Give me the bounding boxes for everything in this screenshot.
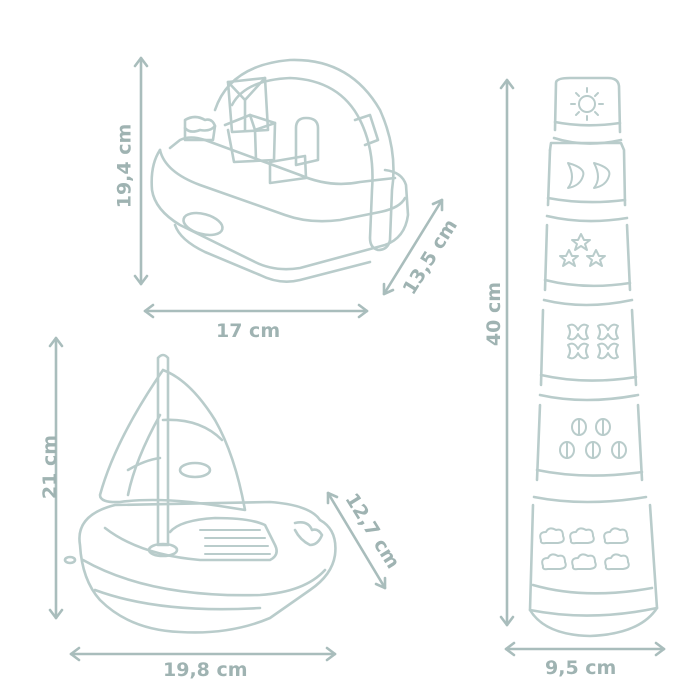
ladybug-icon bbox=[559, 418, 627, 459]
shape-sorter-illustration bbox=[150, 58, 410, 283]
sun-icon bbox=[570, 87, 604, 121]
butterfly-icon bbox=[567, 323, 619, 360]
shape-sorter-width-arrow bbox=[143, 303, 369, 319]
moon-icon bbox=[567, 162, 611, 189]
sailboat-depth-arrow bbox=[326, 491, 387, 590]
stacking-cups-height-arrow bbox=[499, 78, 515, 627]
sailboat-height-arrow bbox=[48, 336, 64, 620]
sailboat-illustration bbox=[63, 353, 337, 634]
shape-sorter-height-arrow bbox=[133, 56, 149, 286]
sailboat-height-label: 21 cm bbox=[39, 434, 62, 500]
stacking-cups-width-label: 9,5 cm bbox=[545, 657, 617, 679]
sailboat-width-label: 19,8 cm bbox=[163, 659, 248, 681]
stacking-cups-width-arrow bbox=[504, 641, 666, 657]
sailboat-width-arrow bbox=[69, 646, 337, 662]
shape-sorter-height-label: 19,4 cm bbox=[113, 123, 136, 209]
cloud-icon bbox=[539, 527, 630, 571]
shape-sorter-width-label: 17 cm bbox=[216, 320, 281, 342]
stacking-cups-height-label: 40 cm bbox=[483, 281, 506, 347]
stacking-cups-illustration bbox=[528, 76, 659, 638]
star-icon bbox=[559, 233, 606, 267]
shape-sorter-depth-arrow bbox=[382, 198, 444, 296]
